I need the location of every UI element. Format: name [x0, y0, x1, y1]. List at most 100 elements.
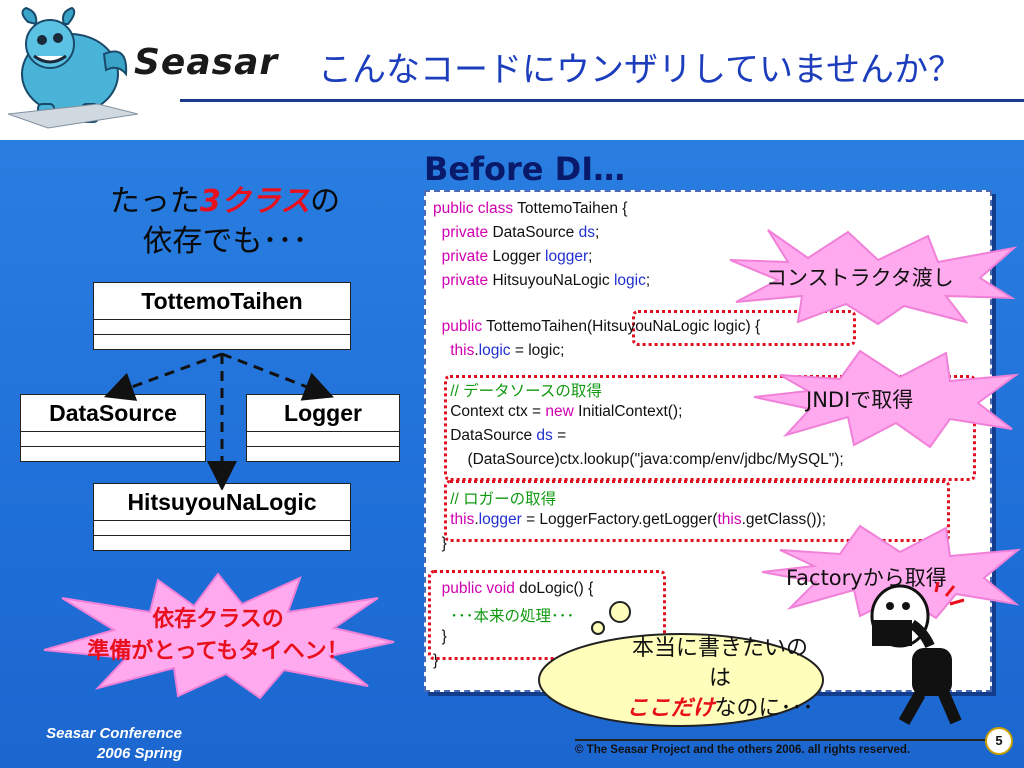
code-text: TottemoTaihen { [513, 200, 628, 217]
code-keyword: public class [433, 200, 514, 217]
title-underline [180, 99, 1024, 102]
code-text: = LoggerFactory.getLogger( [521, 511, 718, 528]
class-name: TottemoTaihen [94, 283, 350, 320]
class-name: HitsuyouNaLogic [94, 484, 350, 521]
burst-text-left: 依存クラスの 準備がとってもタイヘン！ [38, 604, 398, 668]
code-text: DataSource [433, 427, 537, 444]
code-field: logic [478, 342, 511, 359]
code-line-6: this.logic = logic; [433, 342, 564, 360]
caption-highlight: 3クラス [199, 184, 311, 219]
class-attributes [94, 521, 350, 536]
code-line-13: } [433, 535, 447, 552]
burst-shape-constructor [729, 229, 1018, 326]
conference-line1: Seasar Conference [46, 725, 182, 742]
code-text: = [552, 427, 567, 444]
burst-shape-left [43, 572, 395, 700]
code-keyword: private [433, 248, 489, 265]
class-attributes [94, 320, 350, 335]
class-box-tottemotaihen: TottemoTaihen [93, 282, 351, 350]
class-attributes [21, 432, 205, 447]
code-text: ; [594, 224, 600, 241]
copyright-notice: © The Seasar Project and the others 2006… [575, 744, 911, 756]
code-line-14: public void doLogic() { [433, 580, 594, 598]
code-keyword: this [717, 511, 742, 528]
code-line-17: } [433, 652, 439, 669]
caption-line2: 依存でも･･･ [142, 224, 308, 259]
code-line-1: public class TottemoTaihen { [433, 200, 627, 218]
thinking-person-figure [870, 582, 965, 725]
class-box-hitsuyounalogic: HitsuyouNaLogic [93, 483, 351, 551]
code-field: logger [478, 511, 522, 528]
code-keyword: public [433, 318, 483, 335]
burst-shape-jndi [753, 349, 1020, 449]
code-text: DataSource [488, 224, 579, 241]
burst-text-constructor: コンストラクタ渡し [766, 266, 954, 290]
code-field: logic [613, 272, 646, 289]
code-field: ds [578, 224, 595, 241]
code-line-4: private HitsuyouNaLogic logic; [433, 272, 651, 290]
burst-text-jndi: JNDIで取得 [806, 388, 914, 412]
code-text: TottemoTaihen(HitsuyouNaLogic logic) { [482, 318, 761, 335]
code-text: .getClass()); [741, 511, 827, 528]
dependency-caption: たった3クラスの 依存でも･･･ [60, 182, 390, 262]
code-keyword: private [433, 272, 489, 289]
code-text: ; [588, 248, 593, 265]
highlight-dologic-block [428, 570, 666, 660]
slide-header [0, 0, 1024, 140]
code-line-8: Context ctx = new InitialContext(); [433, 403, 682, 421]
before-di-heading: Before DI… [424, 150, 626, 188]
code-keyword: private [433, 224, 489, 241]
code-text: doLogic() { [514, 580, 594, 597]
class-attributes [247, 432, 399, 447]
burst-shape-factory [761, 524, 1022, 620]
code-text: Context ctx = [433, 403, 546, 420]
code-text: InitialContext(); [573, 403, 683, 420]
code-line-9: DataSource ds = [433, 427, 566, 445]
code-keyword: new [545, 403, 574, 420]
code-line-12: this.logger = LoggerFactory.getLogger(th… [433, 511, 826, 529]
burst-text-factory: Factoryから取得 [786, 566, 947, 590]
caption-prefix: たった [109, 184, 200, 219]
arrow-to-logger [221, 352, 334, 401]
highlight-logger-block [444, 480, 950, 542]
code-line-2: private DataSource ds; [433, 224, 600, 242]
code-keyword: public void [433, 580, 515, 597]
thought-bubble-text: 本当に書きたいの は ここだけなのに･･･ [600, 634, 840, 724]
code-line-3: private Logger logger; [433, 248, 593, 266]
class-name: DataSource [21, 395, 205, 432]
highlight-constructor-arg [632, 310, 856, 346]
code-line-16: } [433, 628, 447, 645]
arrow-to-datasource [103, 352, 223, 401]
slide-title: こんなコードにウンザリしていませんか？ [318, 50, 962, 90]
code-comment-logic: ･･･本来の処理･･･ [433, 608, 575, 625]
code-text: . [474, 511, 479, 528]
code-text: . [474, 342, 479, 359]
conference-line2: 2006 Spring [96, 745, 182, 762]
class-name: Logger [247, 395, 399, 432]
class-operations [94, 536, 350, 550]
caption-suffix: の [310, 184, 341, 219]
bubble-line2: は [708, 666, 731, 691]
code-line-5: public TottemoTaihen(HitsuyouNaLogic log… [433, 318, 761, 336]
burst-left-line2: 準備がとってもタイヘン！ [87, 639, 349, 664]
conference-label: Seasar Conference 2006 Spring [4, 724, 182, 764]
code-line-10: (DataSource)ctx.lookup("java:comp/env/jd… [433, 451, 844, 468]
page-number-badge: 5 [985, 727, 1013, 755]
bubble-rest: なのに･･･ [714, 696, 814, 721]
code-keyword: this [433, 342, 475, 359]
seasar-brand-logo: Seasar [134, 42, 279, 83]
code-field: logger [545, 248, 589, 265]
shisa-mascot-logo [8, 6, 138, 129]
footer-rule [575, 739, 985, 741]
class-box-datasource: DataSource [20, 394, 206, 462]
bubble-line1: 本当に書きたいの [631, 636, 808, 661]
thought-bubble-tail [591, 601, 631, 635]
code-text: = logic; [510, 342, 565, 359]
thought-bubble-shape [538, 633, 824, 727]
bubble-highlight: ここだけ [626, 696, 715, 721]
code-keyword: this [433, 511, 475, 528]
code-comment-datasource: // データソースの取得 [433, 383, 602, 400]
dependency-arrows [103, 352, 334, 490]
code-comment-logger: // ロガーの取得 [433, 491, 557, 508]
code-text: ; [645, 272, 651, 289]
